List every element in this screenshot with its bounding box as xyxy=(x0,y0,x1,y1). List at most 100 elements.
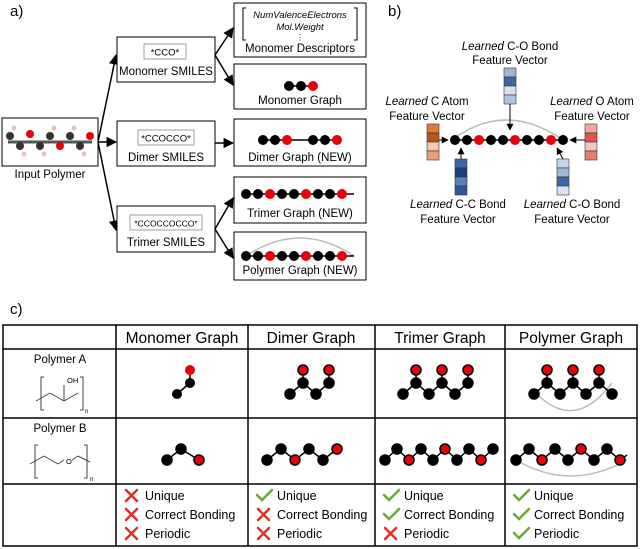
criterion-label: Periodic xyxy=(404,527,449,541)
polymer-a-label: Polymer A xyxy=(34,354,87,366)
c-atom-learned: Learned xyxy=(385,96,428,108)
polymer-graph-label: Polymer Graph (NEW) xyxy=(242,265,357,277)
o-atom-vector xyxy=(569,123,598,161)
co-top-learned: Learned xyxy=(462,41,505,53)
header-dimer: Dimer Graph xyxy=(267,330,356,347)
criterion-label: Correct Bonding xyxy=(277,508,367,522)
cross-icon xyxy=(124,507,139,522)
polymer-b-trimer-graph xyxy=(379,443,499,466)
n-label-b: n xyxy=(90,477,93,483)
criterion-label: Unique xyxy=(277,489,317,503)
polymer-a-structure xyxy=(35,376,84,411)
o-label: O xyxy=(66,457,72,466)
header-polymer: Polymer Graph xyxy=(519,330,623,347)
check-icon xyxy=(512,526,531,540)
criterion-label: Unique xyxy=(404,489,444,503)
polymer-a-trimer-graph xyxy=(397,364,474,400)
cc-bond-suffix: C-C Bond xyxy=(452,199,506,211)
trimer-graph-label: Trimer Graph (NEW) xyxy=(247,208,353,220)
criterion-label: Correct Bonding xyxy=(534,508,624,522)
header-monomer: Monomer Graph xyxy=(126,330,239,347)
check-icon xyxy=(382,507,401,521)
trimer-graph-box: Trimer Graph (NEW) xyxy=(233,176,367,224)
descriptor-1: NumValenceElectrons xyxy=(253,10,347,21)
c-atom-fv: Feature Vector xyxy=(389,111,465,123)
co-bond-vector-bottom xyxy=(556,147,570,196)
polymer-b-polymer-graph xyxy=(510,443,628,477)
check-icon xyxy=(512,488,531,502)
descriptor-2: Mol.Weight xyxy=(276,22,324,33)
input-polymer-label: Input Polymer xyxy=(15,169,86,181)
check-icon xyxy=(255,488,274,502)
co-top-title: Learned C-O Bond xyxy=(462,41,559,53)
monomer-graph-label: Monomer Graph xyxy=(258,95,342,107)
o-atom-fv: Feature Vector xyxy=(554,111,630,123)
panel-b-label: b) xyxy=(388,3,401,20)
dimer-smiles-text: *CCOCCO* xyxy=(141,134,191,145)
monomer-smiles-text: *CCO* xyxy=(151,48,180,59)
dimer-smiles-label: Dimer SMILES xyxy=(128,152,204,164)
polymer-3d-model xyxy=(6,125,94,157)
polymer-b-structure xyxy=(29,444,91,479)
co-bot-suffix: C-O Bond xyxy=(566,199,620,211)
criterion-label: Unique xyxy=(534,489,574,503)
co-bot-learned: Learned xyxy=(524,199,567,211)
cross-icon xyxy=(256,526,271,541)
trimer-smiles-box: *CCOCCOCCO* Trimer SMILES xyxy=(116,205,216,253)
co-bot-fv: Feature Vector xyxy=(534,214,610,226)
cross-icon xyxy=(124,488,139,503)
polymer-b-dimer-graph xyxy=(261,443,343,466)
polymer-a-dimer-graph xyxy=(284,364,335,400)
criterion-label: Correct Bonding xyxy=(145,508,235,522)
panel-a-label: a) xyxy=(10,3,23,20)
criterion-label: Correct Bonding xyxy=(404,508,494,522)
monomer-smiles-label: Monomer SMILES xyxy=(119,66,213,78)
o-atom-learned: Learned xyxy=(550,96,593,108)
header-trimer: Trimer Graph xyxy=(394,330,486,347)
trimer-smiles-text: *CCOCCOCCO* xyxy=(134,219,198,229)
oh-label: OH xyxy=(67,376,78,385)
cc-bond-title: Learned C-C Bond xyxy=(410,199,506,211)
polymer-graph-box: Polymer Graph (NEW) xyxy=(233,231,367,281)
criterion-label: Unique xyxy=(145,489,185,503)
co-bot-title: Learned C-O Bond xyxy=(524,199,621,211)
cc-bond-learned: Learned xyxy=(410,199,453,211)
criterion-label: Periodic xyxy=(145,527,190,541)
c-atom-title: Learned C Atom xyxy=(385,96,468,108)
polymer-a-monomer-graph xyxy=(172,365,195,399)
criterion-label: Periodic xyxy=(277,527,322,541)
dimer-smiles-box: *CCOCCO* Dimer SMILES xyxy=(116,120,216,167)
polymer-b-monomer-graph xyxy=(161,443,205,466)
co-top-suffix: C-O Bond xyxy=(504,41,558,53)
panel-c-label: c) xyxy=(10,301,23,318)
monomer-smiles-box: *CCO* Monomer SMILES xyxy=(116,36,216,83)
c-atom-suffix: C Atom xyxy=(428,96,469,108)
dimer-graph-box: Dimer Graph (NEW) xyxy=(233,118,367,167)
cross-icon xyxy=(383,526,398,541)
monomer-descriptors-box: NumValenceElectrons Mol.Weight ⋮ Monomer… xyxy=(233,2,367,58)
cross-icon xyxy=(256,507,271,522)
dimer-graph-label: Dimer Graph (NEW) xyxy=(248,152,352,164)
input-polymer-box xyxy=(1,117,99,167)
trimer-smiles-label: Trimer SMILES xyxy=(127,237,205,249)
panel-b-diagram: Learned C-O Bond Feature Vector Learned … xyxy=(385,41,633,226)
polymer-a-polymer-graph xyxy=(528,364,618,412)
o-atom-suffix: O Atom xyxy=(592,96,634,108)
cc-bond-vector xyxy=(454,147,468,196)
co-top-fv: Feature Vector xyxy=(472,55,548,67)
cc-bond-fv: Feature Vector xyxy=(420,214,496,226)
n-label-a: n xyxy=(85,409,88,415)
cross-icon xyxy=(124,526,139,541)
descriptor-dots: ⋮ xyxy=(296,33,304,42)
criterion-label: Periodic xyxy=(534,527,579,541)
comparison-table: Monomer Graph Dimer Graph Trimer Graph P… xyxy=(2,324,638,547)
check-icon xyxy=(382,488,401,502)
monomer-graph-box: Monomer Graph xyxy=(233,63,367,110)
polymer-b-label: Polymer B xyxy=(33,423,86,435)
c-atom-vector xyxy=(426,123,449,161)
monomer-descriptors-label: Monomer Descriptors xyxy=(245,43,355,55)
o-atom-title: Learned O Atom xyxy=(550,96,634,108)
